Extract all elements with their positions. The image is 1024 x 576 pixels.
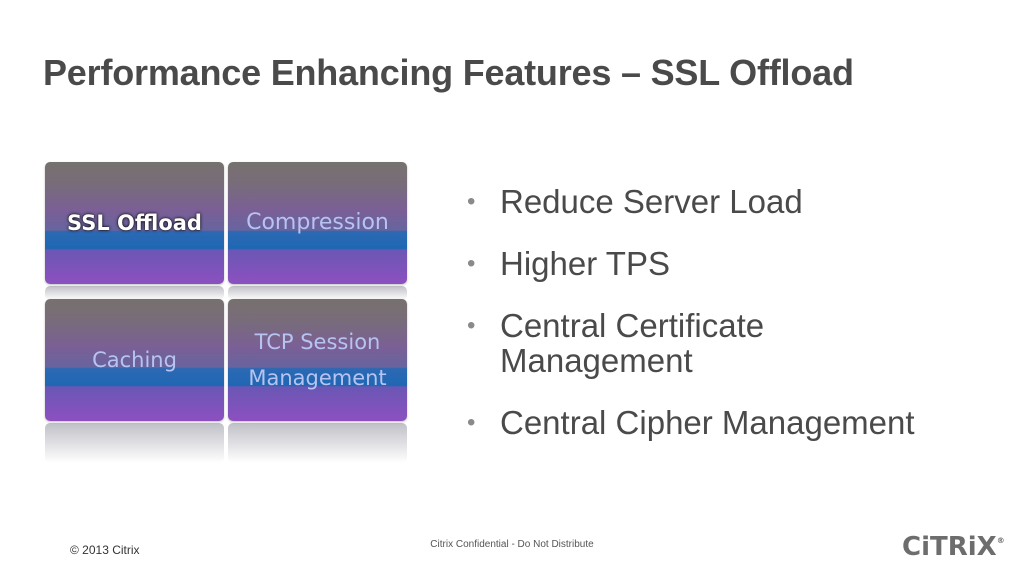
feature-grid: SSL Offload Compression Caching TCP Sess… [45,162,409,463]
bullet-icon: • [467,188,476,215]
tile-reflection [45,423,224,463]
bullet-icon: • [467,409,476,436]
tile-reflection [228,286,407,300]
bullet-item: •Central Certificate Management [467,307,765,379]
bullet-item: •Higher TPS [467,245,670,282]
tile-reflection [228,423,407,463]
tile-ssl-offload: SSL Offload [45,162,224,284]
bullet-icon: • [467,250,476,277]
bullet-item: •Central Cipher Management [467,404,915,441]
tile-label: Caching [92,348,177,372]
tile-caching: Caching [45,299,224,421]
bullet-icon: • [467,312,476,339]
tile-compression: Compression [228,162,407,284]
copyright-text: © 2013 Citrix [70,543,140,557]
confidential-text: Citrix Confidential - Do Not Distribute [430,539,594,550]
citrix-logo: CiTRiX® [902,532,1005,562]
slide-title: Performance Enhancing Features – SSL Off… [43,52,854,93]
tile-label: Compression [246,210,389,235]
bullet-list: •Reduce Server Load •Higher TPS •Central… [467,184,1007,467]
bullet-item: •Reduce Server Load [467,183,803,220]
tile-reflection [45,286,224,300]
tile-label: SSL Offload [67,211,202,235]
